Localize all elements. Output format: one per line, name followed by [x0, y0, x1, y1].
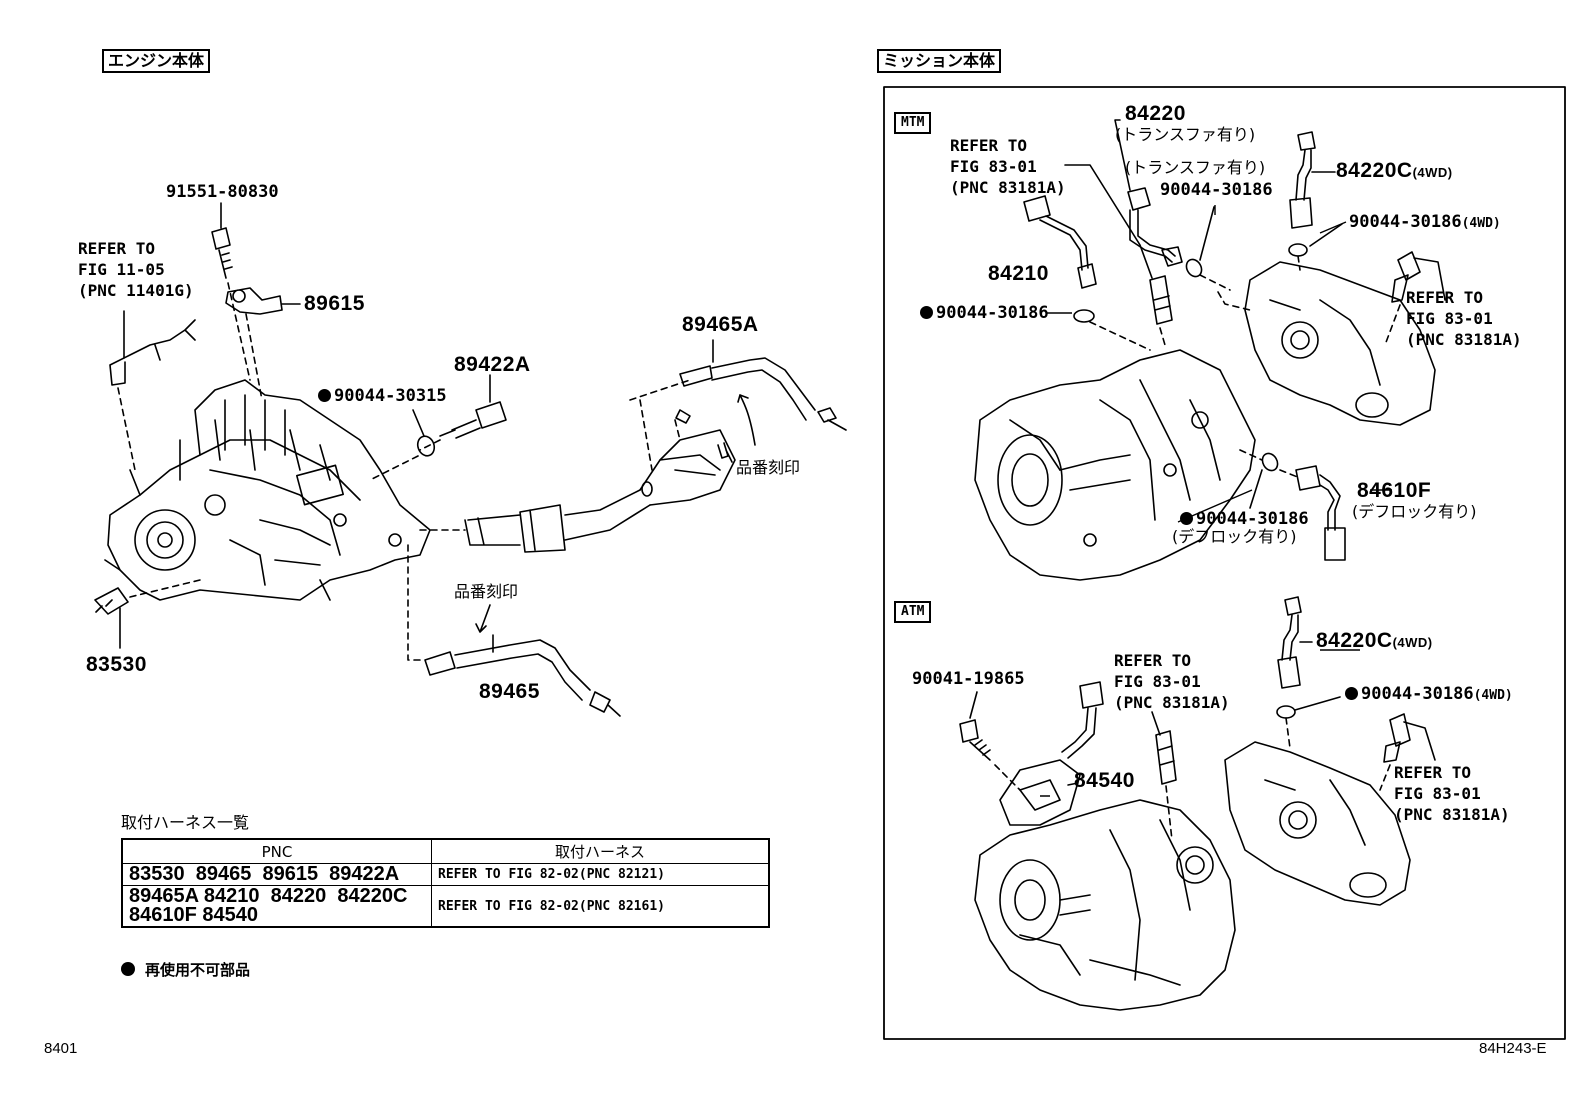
sensor-84610f-drawing — [1295, 465, 1346, 561]
atm-transfer-drawing — [1224, 741, 1411, 906]
switch-refer-mtm-right-drawing — [1391, 251, 1421, 303]
part-84540-label[interactable]: 84540 — [1074, 769, 1135, 792]
part-84610f-label[interactable]: 84610F — [1357, 479, 1432, 502]
transmission-section-title: ミッション本体 — [877, 49, 1002, 73]
refer-fig-11-05-label[interactable]: REFER TO FIG 11-05 (PNC 11401G) — [78, 239, 194, 300]
legend-text: 再使用不可部品 — [145, 961, 251, 979]
harness-row-pnc: 83530 89465 89615 89422A — [121, 863, 432, 886]
page-number: 8401 — [44, 1040, 78, 1057]
part-90044-30186-4wd-mtm-label[interactable]: 90044-30186(4WD) — [1349, 212, 1501, 232]
switch-refer-mtm-drawing — [1149, 275, 1173, 325]
part-90041-19865-label[interactable]: 90041-19865 — [912, 669, 1025, 689]
exhaust-pipe-drawing — [464, 429, 736, 553]
harness-row-ref[interactable]: REFER TO FIG 82-02(PNC 82121) — [431, 863, 770, 886]
engine-block-drawing — [104, 379, 431, 601]
harness-row-pnc: 89465A 84210 84220 84220C 84610F 84540 — [121, 885, 432, 928]
sensor-84220c-mtm-drawing — [1289, 131, 1316, 229]
harness-table-header-pnc: PNC — [121, 838, 432, 864]
knock-sensor-89615-drawing — [225, 287, 283, 315]
part-89615-label[interactable]: 89615 — [304, 292, 365, 315]
harness-table-header-harness: 取付ハーネス — [431, 838, 770, 864]
sensor-84220-drawing — [1127, 187, 1183, 267]
part-90044-30186-atm-label[interactable]: 90044-30186(4WD) — [1345, 686, 1513, 703]
mtm-refer-fig-83-01-right-label[interactable]: REFER TO FIG 83-01 (PNC 83181A) — [1406, 288, 1522, 349]
harness-row-ref[interactable]: REFER TO FIG 82-02(PNC 82161) — [431, 885, 770, 928]
part-90044-30186-mtm-label[interactable]: 90044-30186 — [1160, 180, 1273, 200]
mtm-transfer-drawing — [1244, 261, 1436, 426]
part-84220c-atm-label[interactable]: 84220C(4WD) — [1316, 629, 1433, 652]
part-84220c-mtm-label[interactable]: 84220C(4WD) — [1336, 159, 1453, 182]
o2-sensor-89465-drawing — [424, 639, 621, 717]
part-90044-30186-diff-label[interactable]: 90044-30186 — [1180, 511, 1309, 528]
harness-table: PNC 取付ハーネス 83530 89465 89615 89422A REFE… — [121, 838, 770, 928]
part-84220-label[interactable]: 84220 — [1125, 102, 1186, 125]
bolt-91551-drawing — [211, 227, 233, 279]
transmission-frame — [883, 86, 1566, 1040]
o2-sensor-89465a-drawing — [679, 357, 847, 431]
sensor-84220c-atm-drawing — [1277, 596, 1302, 689]
mtm-refer-fig-83-01-label[interactable]: REFER TO FIG 83-01 (PNC 83181A) — [950, 136, 1066, 197]
part-89465a-label[interactable]: 89465A — [682, 313, 759, 336]
part-number-stamp-label: 品番刻印 — [736, 458, 801, 477]
non-reusable-icon — [920, 306, 933, 319]
part-84220-note: (トランスファ有り) — [1115, 125, 1256, 144]
mtm-transmission-drawing — [974, 349, 1256, 581]
figure-id: 84H243-E — [1479, 1040, 1547, 1057]
switch-refer-atm-drawing — [1155, 730, 1177, 785]
part-83530-label[interactable]: 83530 — [86, 653, 147, 676]
harness-table-title: 取付ハーネス一覧 — [121, 813, 250, 832]
part-91551-80830-label[interactable]: 91551-80830 — [166, 182, 279, 202]
crank-sensor-drawing — [109, 319, 196, 386]
part-84210-label[interactable]: 84210 — [988, 262, 1049, 285]
non-reusable-icon — [1180, 512, 1193, 525]
atm-refer-fig-83-01-label[interactable]: REFER TO FIG 83-01 (PNC 83181A) — [1114, 651, 1230, 712]
legend: 再使用不可部品 — [121, 962, 250, 978]
speed-sensor-83530-drawing — [94, 587, 129, 615]
part-84610f-note: (デフロック有り) — [1352, 502, 1477, 521]
non-reusable-icon — [318, 389, 331, 402]
table-row: 89465A 84210 84220 84220C 84610F 84540 R… — [121, 885, 770, 928]
switch-refer-atm-right-drawing — [1383, 713, 1411, 763]
part-90044-30186-mtm-b-label[interactable]: 90044-30186 — [920, 305, 1049, 322]
transfer-note-label: (トランスファ有り) — [1125, 158, 1266, 177]
part-number-stamp-label-2: 品番刻印 — [454, 582, 519, 601]
atm-refer-fig-83-01-right-label[interactable]: REFER TO FIG 83-01 (PNC 83181A) — [1394, 763, 1510, 824]
switch-84540-drawing — [999, 759, 1081, 826]
atm-tag: ATM — [894, 601, 932, 623]
non-reusable-icon — [121, 962, 135, 976]
mtm-tag: MTM — [894, 112, 932, 134]
engine-section-title: エンジン本体 — [102, 49, 211, 73]
non-reusable-icon — [1345, 687, 1358, 700]
table-row: 83530 89465 89615 89422A REFER TO FIG 82… — [121, 863, 770, 886]
atm-transmission-drawing — [974, 799, 1236, 1011]
bolt-90041-drawing — [959, 719, 991, 761]
part-89465-label[interactable]: 89465 — [479, 680, 540, 703]
sensor-89422a-drawing — [439, 401, 507, 439]
part-90044-30186-diff-note: (デフロック有り) — [1172, 527, 1297, 546]
part-89422a-label[interactable]: 89422A — [454, 353, 531, 376]
part-90044-30315-label[interactable]: 90044-30315 — [318, 388, 447, 405]
